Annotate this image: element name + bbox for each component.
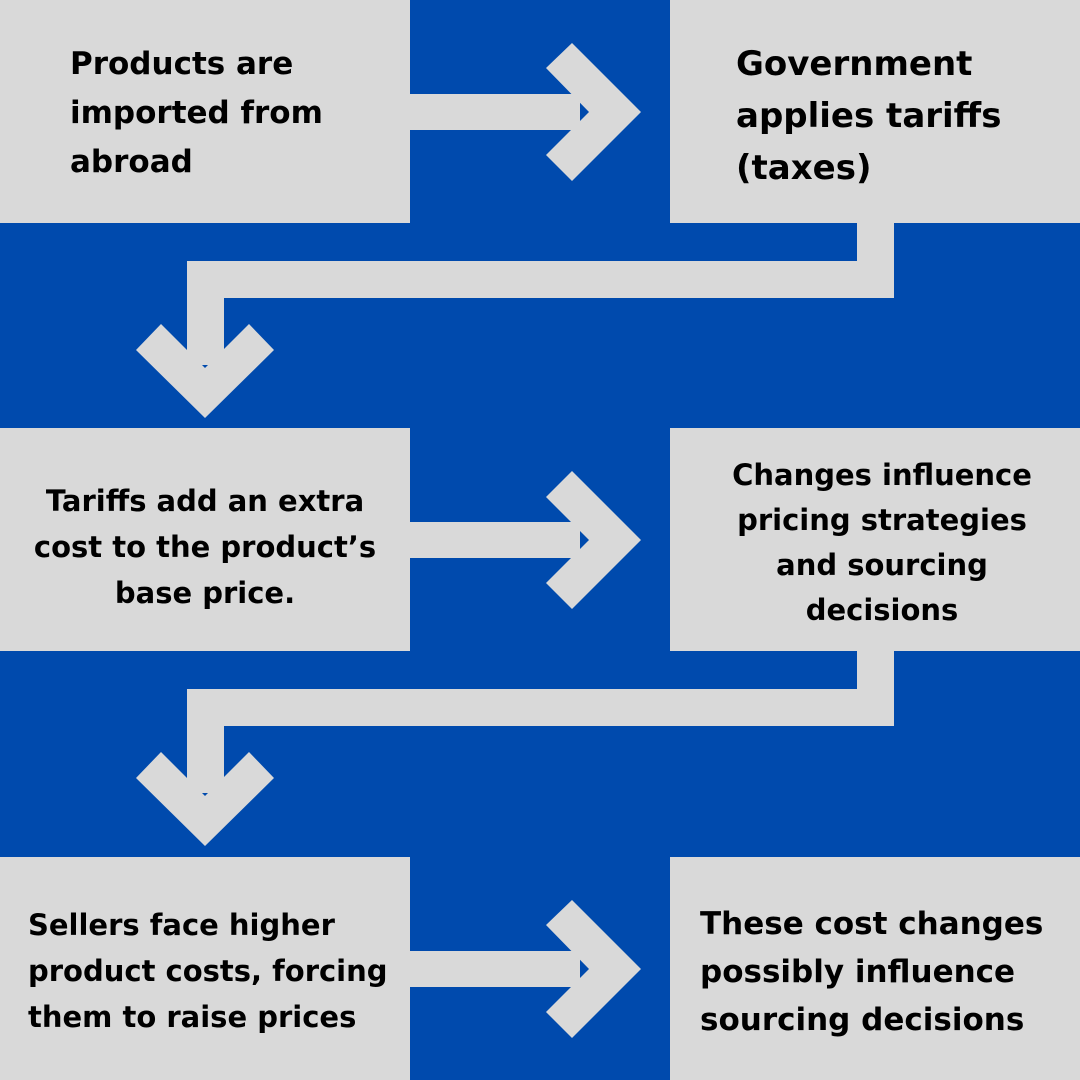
arrow-right-icon [408, 471, 641, 609]
elbow-arrow-down-icon [136, 649, 894, 846]
step-box-4: Changes influence pricing strategies and… [670, 428, 1080, 651]
step-text-1: Products are imported from abroad [70, 46, 323, 180]
arrow-right-icon [408, 43, 641, 181]
step-text-6: These cost changes possibly influence so… [700, 906, 1044, 1038]
step-text-5: Sellers face higher product costs, forci… [28, 908, 388, 1034]
step-box-5: Sellers face higher product costs, forci… [0, 857, 410, 1080]
elbow-arrow-down-icon [136, 221, 894, 418]
step-box-3: Tariffs add an extra cost to the product… [0, 428, 410, 651]
step-box-6: These cost changes possibly influence so… [670, 857, 1080, 1080]
step-box-1: Products are imported from abroad [0, 0, 410, 223]
step-text-2: Government applies tariffs (taxes) [736, 44, 1002, 188]
step-text-4: Changes influence pricing strategies and… [732, 458, 1032, 627]
arrow-right-icon [408, 900, 641, 1038]
step-text-3: Tariffs add an extra cost to the product… [33, 484, 377, 610]
step-box-2: Government applies tariffs (taxes) [670, 0, 1080, 223]
